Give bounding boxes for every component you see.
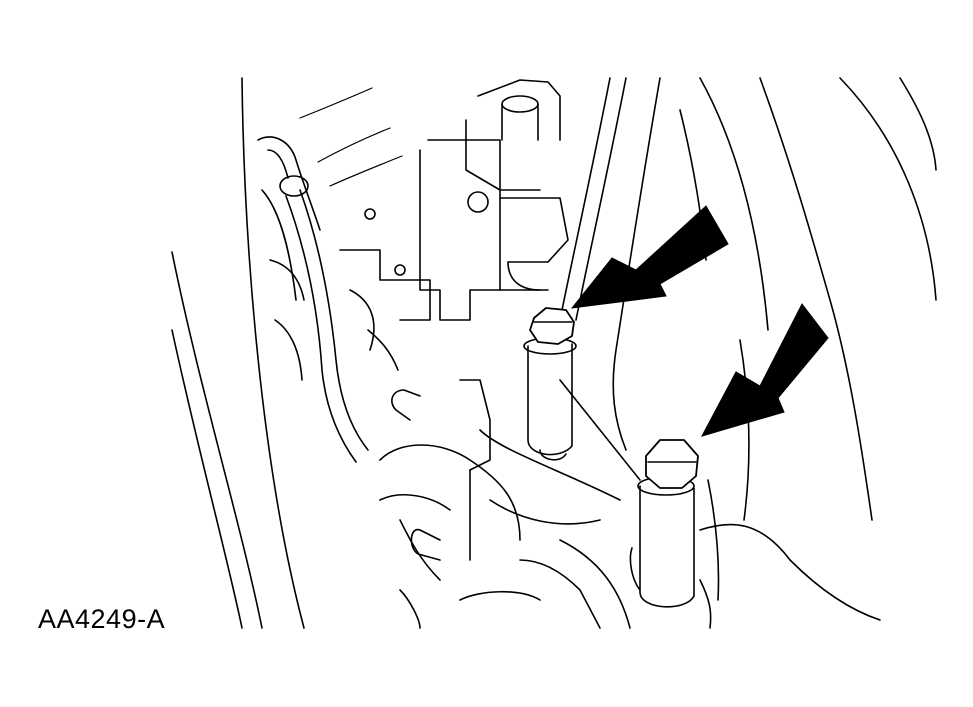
right-fastener-shaft: [629, 476, 695, 608]
lower-linkage: [379, 379, 881, 629]
arrow-icon: [701, 303, 829, 437]
bolt-icon: [645, 439, 699, 489]
mounting-bracket: [339, 79, 569, 371]
hose-assembly: [257, 87, 403, 463]
frame-rails: [559, 77, 937, 601]
bolt-icon: [529, 307, 575, 345]
arrow-icon: [570, 205, 729, 309]
figure-id-label: AA4249-A: [38, 604, 166, 634]
left-panel-lines: [171, 77, 305, 629]
left-fastener-shaft: [523, 337, 641, 481]
